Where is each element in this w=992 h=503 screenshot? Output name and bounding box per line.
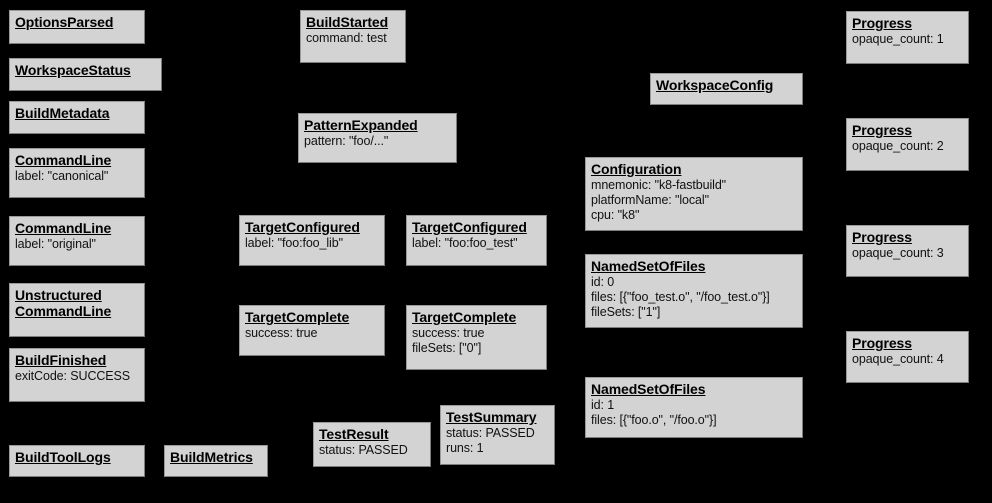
- node-title: Configuration: [591, 161, 682, 177]
- node-title: OptionsParsed: [15, 14, 114, 30]
- node-title-line: CommandLine: [15, 303, 112, 319]
- node-field: platformName: "local": [591, 193, 709, 207]
- node-options-parsed[interactable]: OptionsParsed: [9, 10, 145, 44]
- node-fields: opaque_count: 2: [852, 139, 963, 154]
- node-title: Progress: [852, 335, 912, 351]
- node-title: WorkspaceConfig: [656, 77, 774, 93]
- node-title: CommandLine: [15, 220, 112, 236]
- node-fields: opaque_count: 1: [852, 32, 963, 47]
- node-title-line: Unstructured: [15, 287, 102, 303]
- node-field: pattern: "foo/...": [304, 134, 389, 148]
- node-fields: opaque_count: 4: [852, 352, 963, 367]
- node-fields: pattern: "foo/...": [304, 134, 451, 149]
- node-title: Progress: [852, 15, 912, 31]
- node-title: WorkspaceStatus: [15, 62, 131, 78]
- node-field: files: [{"foo_test.o", "/foo_test.o"}]: [591, 290, 770, 304]
- node-field: opaque_count: 2: [852, 139, 944, 153]
- node-build-tool-logs[interactable]: BuildToolLogs: [9, 445, 145, 477]
- node-field: runs: 1: [446, 441, 484, 455]
- node-title: BuildStarted: [306, 14, 389, 30]
- node-field: fileSets: ["0"]: [412, 341, 482, 355]
- node-field: label: "original": [15, 237, 96, 251]
- node-field: command: test: [306, 31, 387, 45]
- node-title: BuildFinished: [15, 352, 107, 368]
- node-title: Progress: [852, 229, 912, 245]
- node-field: cpu: "k8": [591, 208, 640, 222]
- node-field: label: "foo:foo_test": [412, 236, 518, 250]
- node-field: success: true: [245, 326, 318, 340]
- node-title: TargetComplete: [412, 309, 517, 325]
- node-field: exitCode: SUCCESS: [15, 369, 131, 383]
- node-field: label: "canonical": [15, 169, 109, 183]
- node-fields: exitCode: SUCCESS: [15, 369, 139, 384]
- node-field: opaque_count: 3: [852, 246, 944, 260]
- node-workspace-config[interactable]: WorkspaceConfig: [650, 73, 803, 105]
- node-title: TargetConfigured: [412, 219, 527, 235]
- node-workspace-status[interactable]: WorkspaceStatus: [9, 58, 162, 91]
- node-title: NamedSetOfFiles: [591, 381, 706, 397]
- node-title: BuildToolLogs: [15, 449, 111, 465]
- node-fields: status: PASSED: [319, 443, 425, 458]
- node-field: id: 1: [591, 398, 615, 412]
- node-title: PatternExpanded: [304, 117, 418, 133]
- node-field: opaque_count: 1: [852, 32, 944, 46]
- node-title: TestSummary: [446, 409, 537, 425]
- node-title: BuildMetadata: [15, 105, 110, 121]
- node-build-metrics[interactable]: BuildMetrics: [164, 445, 268, 477]
- node-fields: command: test: [306, 31, 400, 46]
- node-title: TestResult: [319, 426, 389, 442]
- node-fields: label: "foo:foo_test": [412, 236, 541, 251]
- node-field: status: PASSED: [319, 443, 408, 457]
- node-field: opaque_count: 4: [852, 352, 944, 366]
- node-field: files: [{"foo.o", "/foo.o"}]: [591, 413, 717, 427]
- node-field: mnemonic: "k8-fastbuild": [591, 178, 727, 192]
- node-fields: success: true: [245, 326, 379, 341]
- node-fields: label: "original": [15, 237, 139, 252]
- node-title: TargetConfigured: [245, 219, 360, 235]
- node-title: CommandLine: [15, 152, 112, 168]
- node-field: success: true: [412, 326, 485, 340]
- node-title: Progress: [852, 122, 912, 138]
- node-title: NamedSetOfFiles: [591, 258, 706, 274]
- node-fields: label: "foo:foo_lib": [245, 236, 379, 251]
- node-fields: mnemonic: "k8-fastbuild"platformName: "l…: [591, 178, 797, 223]
- node-field: fileSets: ["1"]: [591, 305, 661, 319]
- node-title: TargetComplete: [245, 309, 350, 325]
- node-field: id: 0: [591, 275, 615, 289]
- node-title: BuildMetrics: [170, 449, 253, 465]
- node-field: label: "foo:foo_lib": [245, 236, 343, 250]
- node-fields: label: "canonical": [15, 169, 139, 184]
- node-build-metadata[interactable]: BuildMetadata: [9, 101, 145, 134]
- node-field: status: PASSED: [446, 426, 535, 440]
- node-fields: opaque_count: 3: [852, 246, 963, 261]
